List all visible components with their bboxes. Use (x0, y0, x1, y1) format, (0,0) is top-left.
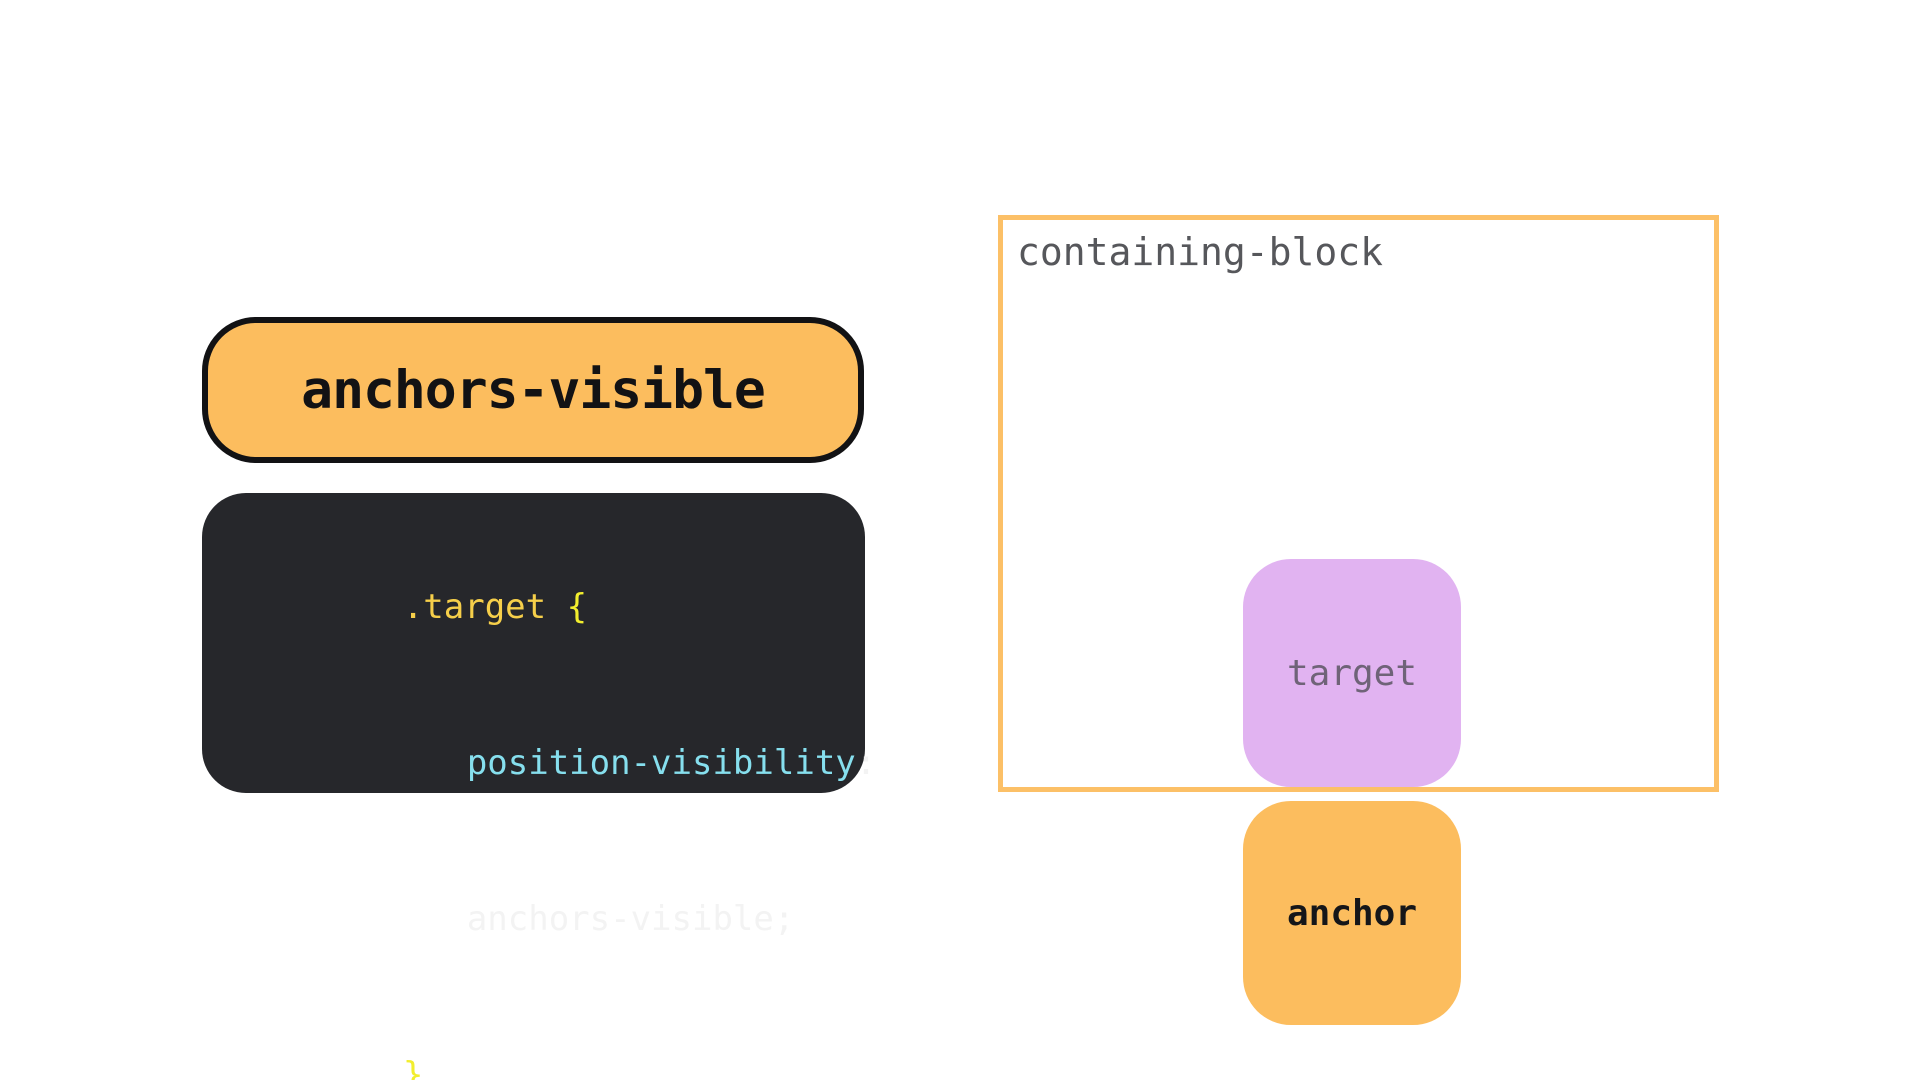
target-label: target (1286, 652, 1418, 694)
code-token-value: anchors-visible; (466, 899, 795, 939)
code-token-colon: : (855, 743, 877, 783)
target-box: target (1243, 559, 1461, 787)
code-line: .target { (280, 529, 865, 685)
code-line: position-visibility: (280, 685, 876, 841)
code-token-selector: .target (402, 587, 567, 627)
anchor-box: anchor (1243, 801, 1461, 1025)
code-token-property: position-visibility (466, 743, 856, 783)
code-token-close-brace: } (402, 1055, 424, 1080)
code-line: anchors-visible; (280, 841, 865, 997)
code-block: .target { position-visibility: anchors-v… (202, 493, 876, 1080)
containing-block-label: containing-block (1017, 230, 1384, 274)
pill-label: anchors-visible (301, 359, 766, 421)
value-pill: anchors-visible (202, 317, 864, 463)
code-line: } (280, 997, 865, 1080)
code-token-open-brace: { (566, 587, 588, 627)
anchor-label: anchor (1286, 892, 1418, 934)
